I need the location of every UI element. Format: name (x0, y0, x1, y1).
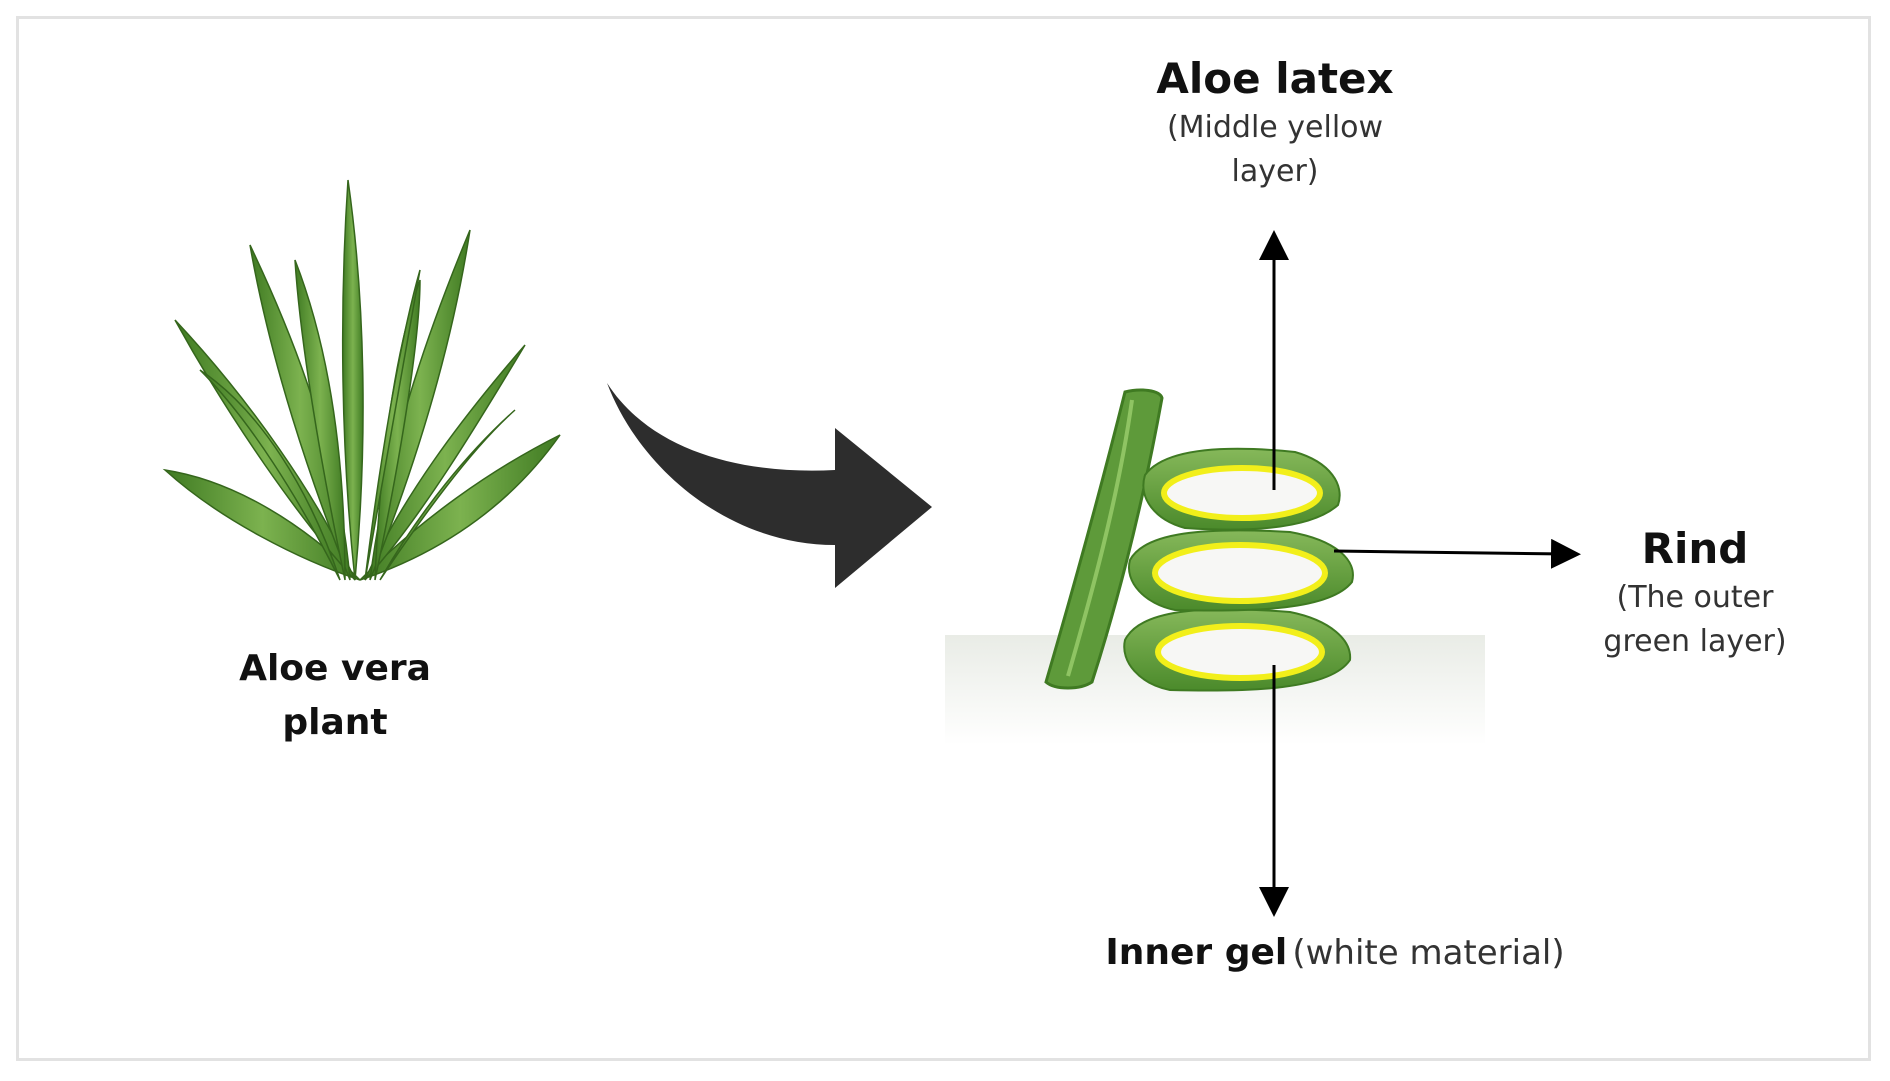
rind-label: Rind (The outer green layer) (1570, 522, 1820, 664)
rind-title: Rind (1641, 524, 1749, 573)
aloe-leaf-slices-icon (945, 388, 1485, 745)
plant-label: Aloe vera plant (190, 642, 480, 750)
gel-label: Inner gel (white material) (1060, 928, 1610, 978)
plant-label-line-1: Aloe vera (239, 648, 431, 689)
rind-desc-line-2: green layer) (1603, 624, 1787, 659)
curved-arrow-icon (607, 383, 932, 588)
aloe-plant-icon (162, 179, 561, 581)
gel-desc: (white material) (1292, 933, 1565, 973)
latex-title: Aloe latex (1156, 54, 1394, 103)
latex-label: Aloe latex (Middle yellow layer) (1130, 52, 1420, 194)
latex-desc-line-1: (Middle yellow (1166, 110, 1384, 145)
latex-desc-line-2: layer) (1231, 154, 1319, 189)
rind-pointer (1333, 538, 1581, 569)
gel-title: Inner gel (1105, 932, 1288, 973)
rind-desc-line-1: (The outer (1616, 580, 1774, 615)
plant-label-line-2: plant (282, 702, 388, 743)
